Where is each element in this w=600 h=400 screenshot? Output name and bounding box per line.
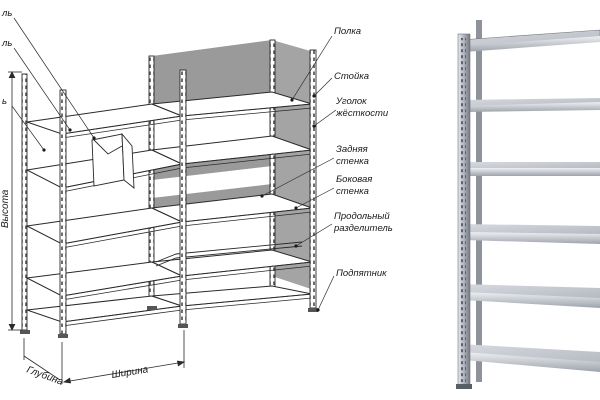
callouts: Полка Стойка Уголок жёсткости Задняя сте… <box>1 8 393 279</box>
callout-divider-2: разделитель <box>333 223 393 234</box>
photo-shelves <box>459 29 600 372</box>
feet <box>20 306 318 338</box>
foot-1 <box>58 334 68 338</box>
callout-side-2: стенка <box>336 186 369 197</box>
photo-shelf-2 <box>460 98 600 112</box>
foot-3 <box>308 308 318 312</box>
shelf-4-left <box>25 261 184 297</box>
photo-render <box>405 0 600 400</box>
leader-foot <box>317 275 335 311</box>
photo-back-post <box>476 20 482 382</box>
shelf-1-left <box>26 103 184 135</box>
leader-corner <box>313 109 337 127</box>
leader-upright <box>313 77 333 97</box>
callout-divider-1: Продольный <box>334 211 390 222</box>
foot-4 <box>20 330 30 334</box>
width-dim <box>63 361 185 383</box>
callout-foot: Подпятник <box>336 268 387 279</box>
leader-cut-top <box>13 17 95 139</box>
dimension-lines <box>8 71 186 384</box>
leader-side <box>295 187 335 209</box>
dim-label-width: Ширина <box>111 364 150 381</box>
leader-dots <box>42 94 320 312</box>
divider-box <box>91 132 135 189</box>
longitudinal-divider <box>155 241 303 267</box>
callout-cut-top: ль <box>1 8 12 19</box>
callout-side-1: Боковая <box>336 174 372 185</box>
callout-cut-mid1: ль <box>1 38 12 49</box>
callout-back-2: стенка <box>336 156 369 167</box>
dim-label-depth: Глубина <box>25 364 65 388</box>
callout-corner-1: Уголок <box>335 96 367 107</box>
photo-foot <box>456 384 472 389</box>
leader-cut-mid2 <box>11 105 45 151</box>
foot-2 <box>178 324 188 328</box>
shelves <box>25 91 313 323</box>
leader-lines <box>11 17 337 311</box>
line-drawing <box>8 17 337 384</box>
photo-shelf-6 <box>460 344 600 372</box>
callout-shelf: Полка <box>334 26 361 37</box>
photo-shelf-5 <box>460 284 600 308</box>
photo-shelf-4 <box>460 224 600 244</box>
callout-corner-2: жёсткости <box>335 108 389 119</box>
depth-dim <box>23 355 61 381</box>
callout-cut-mid2: ь <box>2 96 7 107</box>
leader-shelf <box>291 35 333 101</box>
leader-divider <box>295 223 333 247</box>
foot-5 <box>147 306 157 310</box>
callout-back-1: Задняя <box>336 144 368 155</box>
photo-front-post <box>457 33 471 387</box>
photo-background <box>405 0 600 400</box>
dim-label-height: Высота <box>0 189 11 228</box>
leader-back <box>261 157 335 197</box>
leader-cut-mid1 <box>13 47 71 131</box>
callout-upright: Стойка <box>334 71 369 82</box>
photo-shelf-3 <box>460 162 600 176</box>
